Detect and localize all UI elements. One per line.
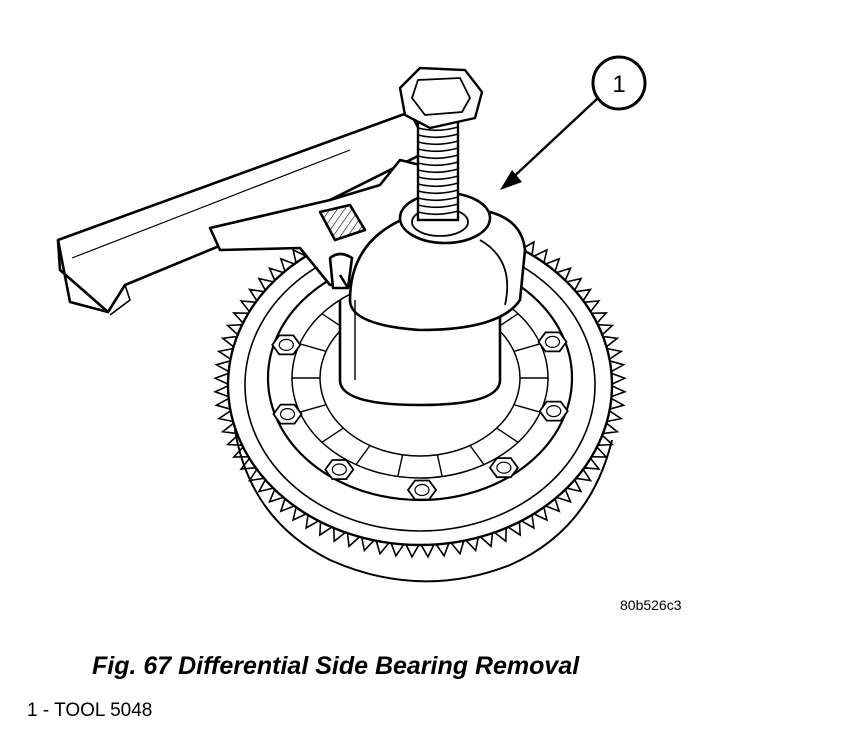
gear-bolt (406, 479, 438, 501)
gear-bolt (271, 334, 302, 356)
gear-bolt (488, 457, 520, 479)
callout-number: 1 (612, 71, 625, 98)
ring-gear-bolts (271, 331, 569, 501)
gear-bolt (324, 459, 355, 481)
image-code: 80b526c3 (620, 597, 682, 613)
gear-bolt (537, 331, 568, 353)
forcing-screw (398, 66, 484, 222)
figure-caption: Fig. 67 Differential Side Bearing Remova… (92, 652, 580, 680)
callout-1: 1 (500, 55, 647, 190)
differential-bearing-removal-illustration: 1 (56, 55, 647, 583)
legend-item: 1 - TOOL 5048 (27, 700, 153, 721)
gear-bolt (272, 403, 303, 425)
gear-bolt (538, 400, 569, 422)
